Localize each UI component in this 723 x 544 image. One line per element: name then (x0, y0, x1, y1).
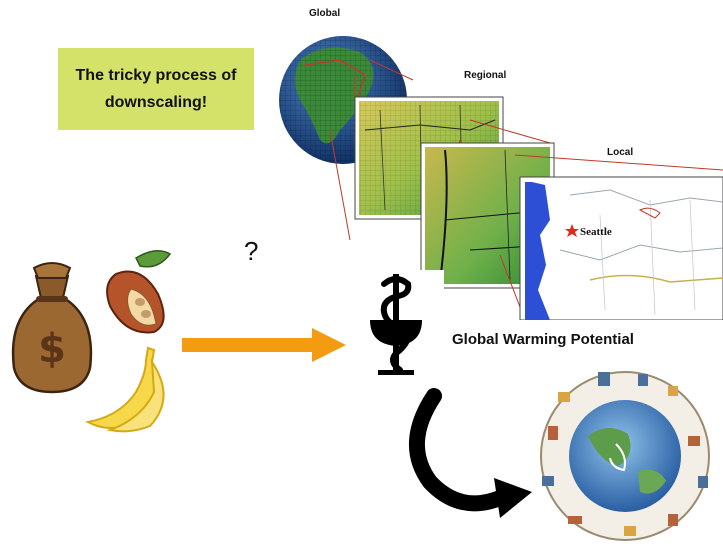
local-label: Local (607, 147, 634, 158)
city-label: Seattle (580, 226, 612, 238)
money-bag-icon: $ (11, 262, 93, 394)
cacao-pod-icon (106, 250, 172, 334)
city-map: Seattle (519, 176, 723, 320)
crowded-earth-icon (540, 371, 710, 541)
downscaling-callout: The tricky process of downscaling! (58, 48, 254, 130)
curved-arrow (409, 388, 532, 518)
callout-line-1: The tricky process of (75, 67, 237, 84)
pharmacy-symbol-icon (348, 270, 444, 376)
city-star-icon (565, 224, 579, 237)
global-label: Global (309, 8, 341, 19)
svg-text:$: $ (38, 326, 66, 372)
regional-label: Regional (464, 70, 507, 81)
banana-icon (85, 346, 165, 433)
gwp-label: Global Warming Potential (452, 331, 634, 348)
callout-line-2: downscaling! (104, 94, 208, 111)
orange-arrow (182, 328, 346, 362)
downscaling-maps-graphic: Seattle (279, 36, 723, 320)
question-mark: ? (244, 236, 259, 266)
